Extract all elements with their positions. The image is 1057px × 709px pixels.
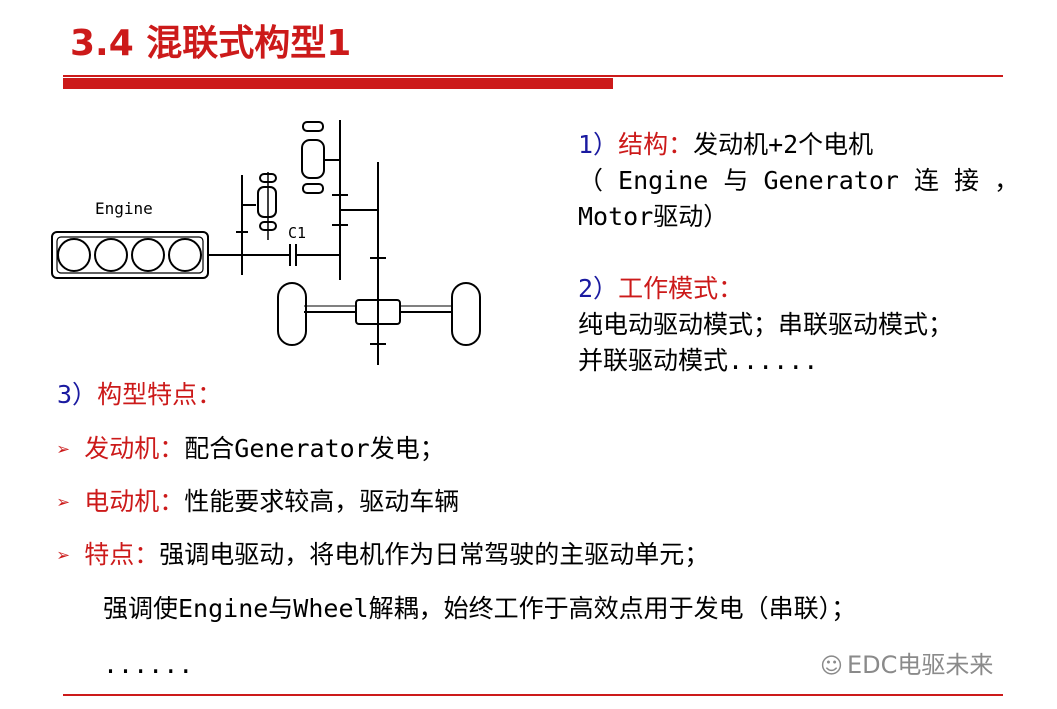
bullet-arrow-icon: ➢ xyxy=(57,491,71,516)
bottom-divider xyxy=(63,694,1003,696)
generator-rotor xyxy=(257,186,277,218)
engine-cylinder xyxy=(131,238,165,272)
modes-number: 2） xyxy=(578,274,619,303)
modes-text-1: 纯电动驱动模式；串联驱动模式； xyxy=(578,310,954,339)
structure-number: 1） xyxy=(578,130,619,159)
modes-text-2: 并联驱动模式...... xyxy=(578,346,819,375)
bullet-arrow-icon: ➢ xyxy=(57,544,71,569)
title-divider-thin xyxy=(63,75,1003,77)
feature-item: ➢ 特点：强调电驱动，将电机作为日常驾驶的主驱动单元； xyxy=(57,538,709,574)
watermark-text: EDC电驱未来 xyxy=(846,651,994,679)
modes-heading-line: 2）工作模式： xyxy=(578,272,743,306)
features-heading: 构型特点： xyxy=(97,380,223,409)
motor-rotor xyxy=(301,139,325,179)
structure-text-1: 发动机+2个电机 xyxy=(693,130,874,159)
bullet-arrow-icon: ➢ xyxy=(57,438,71,463)
wechat-icon: ☺ xyxy=(820,654,843,679)
structure-heading: 结构： xyxy=(618,130,694,159)
feature-item: ➢ 电动机：性能要求较高，驱动车辆 xyxy=(57,485,459,521)
engine-label: Engine xyxy=(95,199,153,218)
wheel-right xyxy=(451,282,481,346)
feature-text: 配合Generator发电； xyxy=(184,434,445,463)
structure-text-2: （ Engine 与 Generator 连 接 ， xyxy=(578,166,1020,195)
feature-label: 特点： xyxy=(84,540,160,569)
feature-label: 发动机： xyxy=(84,434,185,463)
engine-cylinder xyxy=(57,238,91,272)
engine-cylinder xyxy=(168,238,202,272)
modes-heading: 工作模式： xyxy=(618,274,744,303)
features-number: 3） xyxy=(57,380,98,409)
clutch-label: C1 xyxy=(288,224,306,242)
structure-text-3: Motor驱动） xyxy=(578,202,729,231)
title-divider-thick xyxy=(63,78,613,89)
features-heading-line: 3）构型特点： xyxy=(57,378,222,412)
feature-item: ➢ 发动机：配合Generator发电； xyxy=(57,432,445,468)
feature-text: 性能要求较高，驱动车辆 xyxy=(184,487,460,516)
structure-heading-line: 1）结构：发动机+2个电机 xyxy=(578,128,873,162)
feature-extra-2: ...... xyxy=(103,650,194,679)
watermark: ☺EDC电驱未来 xyxy=(820,645,993,680)
engine-cylinder xyxy=(94,238,128,272)
feature-label: 电动机： xyxy=(84,487,185,516)
feature-extra-1: 强调使Engine与Wheel解耦，始终工作于高效点用于发电（串联）； xyxy=(103,594,857,623)
slide-title: 3.4 混联式构型1 xyxy=(70,23,352,64)
wheel-left xyxy=(277,282,307,346)
feature-text: 强调电驱动，将电机作为日常驾驶的主驱动单元； xyxy=(159,540,710,569)
